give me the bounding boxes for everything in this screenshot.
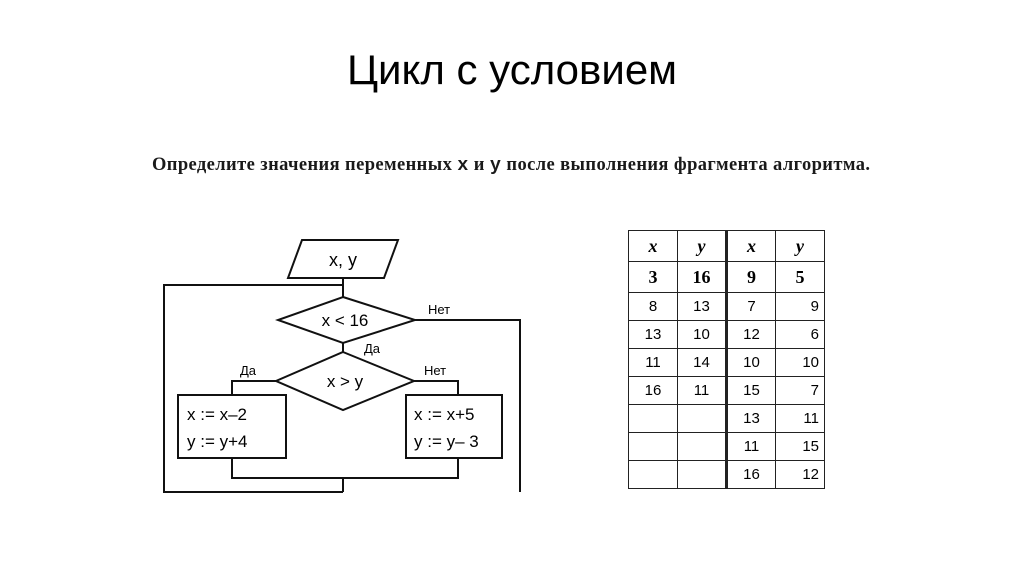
task-var-y: y — [489, 155, 502, 176]
table-cell: 11 — [775, 404, 825, 433]
right-block-line-2: y := y– 3 — [414, 432, 479, 451]
table-cell: 15 — [775, 432, 825, 461]
table-cell: 9 — [725, 261, 776, 293]
table-cell: 13 — [628, 320, 678, 349]
table-cell: 10 — [677, 320, 727, 349]
compare-label: x > y — [327, 372, 364, 391]
table-cell: 16 — [677, 261, 727, 293]
header-x: x — [628, 230, 678, 262]
table-row: 13 10 12 6 — [628, 320, 825, 349]
input-label: x, y — [329, 250, 357, 270]
left-block-line-2: y := y+4 — [187, 432, 247, 451]
table-row: 13 11 — [628, 404, 825, 433]
condition-no-label: Нет — [428, 302, 450, 317]
table-cell: 12 — [725, 320, 776, 349]
table-row: 16 11 15 7 — [628, 376, 825, 405]
condition-yes-label: Да — [364, 341, 381, 356]
table-cell — [677, 404, 727, 433]
yes-branch-line — [231, 380, 276, 395]
header-x: x — [725, 230, 776, 262]
table-cell: 13 — [677, 292, 727, 321]
table-row: 8 13 7 9 — [628, 292, 825, 321]
header-y: y — [775, 230, 825, 262]
table-cell: 12 — [775, 460, 825, 489]
table-cell: 10 — [775, 348, 825, 377]
table-cell: 11 — [725, 432, 776, 461]
table-cell — [677, 460, 727, 489]
table-cell: 11 — [677, 376, 727, 405]
table-cell — [677, 432, 727, 461]
slide-title: Цикл с условием — [346, 46, 678, 93]
table-cell: 15 — [725, 376, 776, 405]
table-cell: 3 — [628, 261, 678, 293]
table-cell: 13 — [725, 404, 776, 433]
table-cell: 14 — [677, 348, 727, 377]
trace-table: x y x y 3 16 9 5 8 13 7 9 13 10 12 6 11 … — [628, 230, 825, 489]
initial-values-row: 3 16 9 5 — [628, 261, 825, 293]
loop-back-line — [163, 284, 343, 493]
right-assign-block — [405, 394, 503, 459]
table-cell: 6 — [775, 320, 825, 349]
table-cell: 5 — [775, 261, 825, 293]
no-branch-line — [414, 380, 459, 395]
compare-diamond — [273, 350, 417, 412]
table-cell: 9 — [775, 292, 825, 321]
compare-no-label: Нет — [424, 363, 446, 378]
table-row: 11 15 — [628, 432, 825, 461]
table-row: 11 14 10 10 — [628, 348, 825, 377]
table-cell — [628, 460, 678, 489]
trace-header-row: x y x y — [628, 230, 825, 262]
header-y: y — [677, 230, 727, 262]
task-text-before: Определите значения переменных — [152, 155, 458, 175]
table-cell: 16 — [725, 460, 776, 489]
table-cell — [628, 404, 678, 433]
compare-yes-label: Да — [240, 363, 257, 378]
table-cell: 8 — [628, 292, 678, 321]
table-cell: 11 — [628, 348, 678, 377]
table-cell: 7 — [725, 292, 776, 321]
table-row: 16 12 — [628, 460, 825, 489]
table-cell: 10 — [725, 348, 776, 377]
table-cell: 7 — [775, 376, 825, 405]
task-var-x: x — [457, 155, 469, 176]
merge-line — [231, 458, 459, 479]
task-text: Определите значения переменных x и y пос… — [152, 152, 882, 179]
exit-line — [415, 319, 521, 492]
left-block-line-1: x := x–2 — [187, 405, 247, 424]
task-text-after: после выполнения фрагмента алгоритма. — [501, 155, 871, 175]
condition-label: x < 16 — [322, 311, 369, 330]
table-cell — [628, 432, 678, 461]
table-cell: 16 — [628, 376, 678, 405]
right-block-line-1: x := x+5 — [414, 405, 474, 424]
input-block — [286, 239, 400, 279]
task-text-and: и — [468, 155, 490, 175]
